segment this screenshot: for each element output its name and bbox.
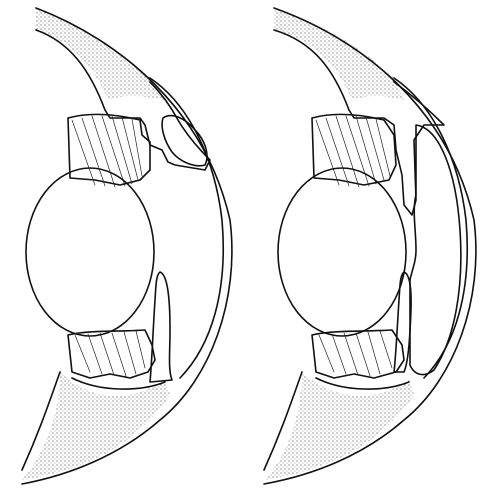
eye-diagram-left bbox=[0, 0, 244, 492]
lens-right bbox=[278, 168, 406, 336]
lens-left bbox=[26, 168, 154, 336]
eye-diagram-right bbox=[244, 0, 487, 492]
ciliary-muscle-lower-right bbox=[312, 330, 404, 378]
eye-diagram-right-svg bbox=[244, 0, 487, 492]
ciliary-body-upper-left bbox=[36, 30, 210, 170]
iris-lower-left bbox=[150, 272, 172, 382]
iris-lower-right bbox=[394, 272, 411, 372]
sclera-upper-left bbox=[36, 8, 165, 100]
zonule-fibers-lower-right bbox=[319, 331, 392, 376]
eye-diagram-left-svg bbox=[0, 0, 244, 492]
zonule-fibers-lower-left bbox=[75, 331, 145, 376]
zonule-fibers-upper-right bbox=[316, 116, 390, 187]
sclera-lower-right bbox=[264, 372, 414, 480]
zonule-fibers-upper-left bbox=[72, 116, 142, 187]
sclera-lower-left bbox=[22, 372, 170, 480]
